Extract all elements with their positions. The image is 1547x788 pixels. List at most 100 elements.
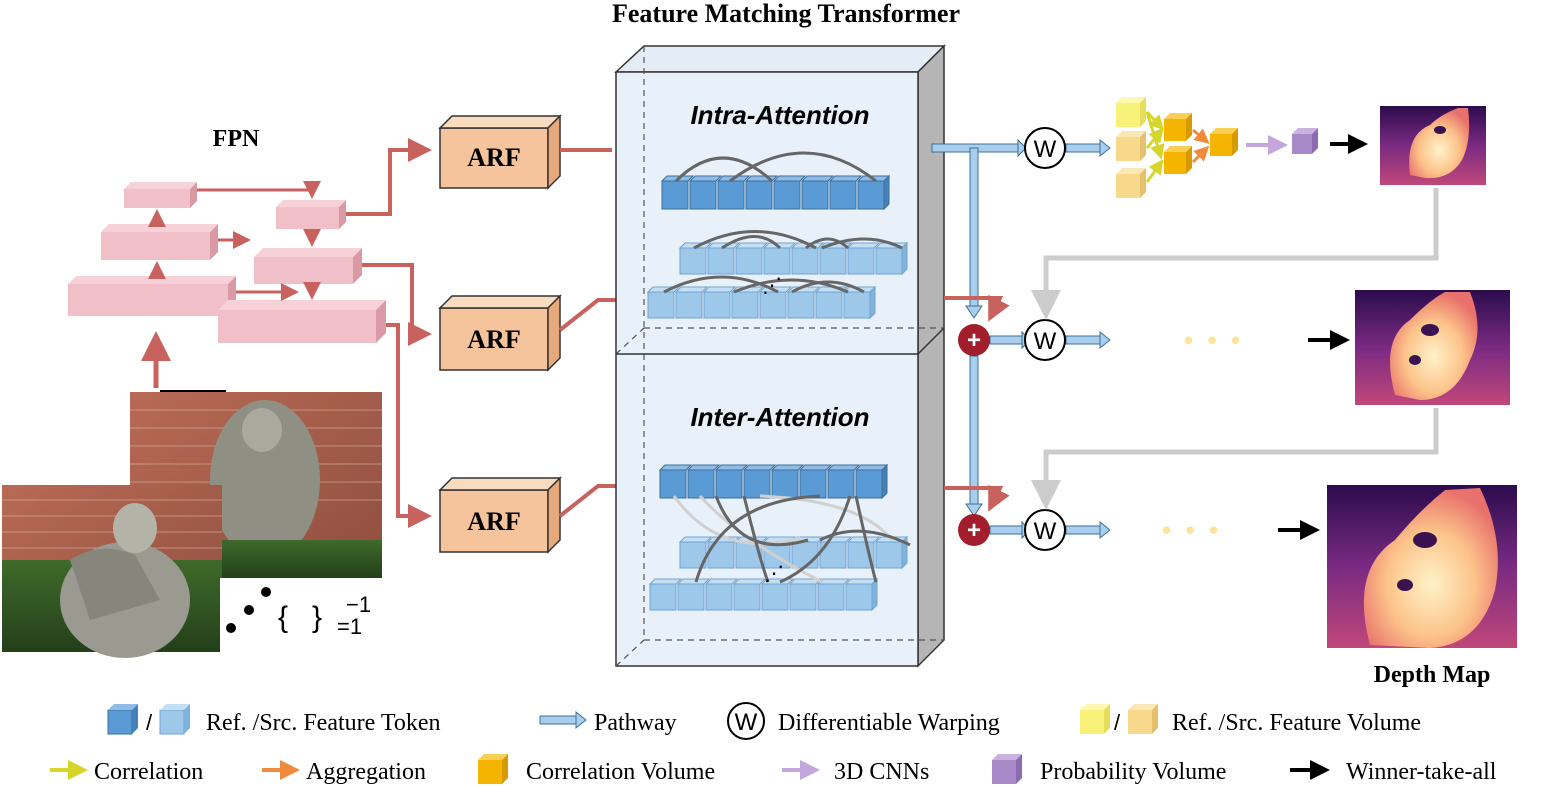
intra-src-token-b xyxy=(702,286,737,319)
legend-ref-src-volume-label: Ref. /Src. Feature Volume xyxy=(1172,710,1421,736)
warp-symbol-2: W xyxy=(1034,328,1057,355)
legend-warping-label: Differentiable Warping xyxy=(778,710,1000,736)
warp-node-2: W xyxy=(1024,319,1066,361)
intra-token-ellipsis: ⋰ xyxy=(762,273,782,297)
arf-block-3: ARF xyxy=(438,476,562,554)
input-set-notation: { } −1 =1 xyxy=(226,587,371,639)
intra-src-token-b xyxy=(646,286,681,319)
inter-ref-token xyxy=(798,464,833,499)
legend: / Ref. /Src. Feature Token Pathway W Dif… xyxy=(50,702,1497,785)
depth-map-1 xyxy=(1380,106,1486,185)
fpn-bottomup-large xyxy=(68,276,236,316)
intra-src-token-a xyxy=(790,242,825,275)
inter-ref-token xyxy=(658,464,693,499)
intra-src-token-a xyxy=(762,242,797,275)
ref-feature-volume xyxy=(1116,97,1146,127)
inter-ref-token xyxy=(686,464,721,499)
set-subscript: =1 xyxy=(337,614,362,639)
legend-probability-volume-label: Probability Volume xyxy=(1040,759,1226,785)
dot-1 xyxy=(226,623,236,633)
brace-open: { xyxy=(278,601,288,634)
depth-map-label: Depth Map xyxy=(1374,662,1491,688)
legend-probability-volume-icon xyxy=(992,754,1022,784)
legend-correlation-volume-label: Correlation Volume xyxy=(526,759,715,785)
set-superscript: −1 xyxy=(346,592,371,617)
legend-slash-1: / xyxy=(146,710,153,735)
inter-ref-token xyxy=(770,464,805,499)
src-feature-volume-1 xyxy=(1116,131,1146,161)
arf-block-1: ARF xyxy=(438,114,562,190)
inter-src-token-a xyxy=(874,535,909,570)
correlation-volume-2 xyxy=(1164,146,1192,174)
legend-warp-symbol: W xyxy=(735,709,758,736)
correlation-volume-1 xyxy=(1164,113,1192,141)
inter-src-token-a xyxy=(678,536,713,569)
legend-src-token-icon xyxy=(159,704,190,735)
intra-ref-token xyxy=(828,175,863,210)
fpn-pyramid xyxy=(68,181,386,388)
legend-aggregation-label: Aggregation xyxy=(306,759,426,785)
fpn-bottomup-medium xyxy=(101,224,218,260)
legend-pathway-icon xyxy=(539,710,587,730)
intra-src-token-a xyxy=(874,241,909,276)
warp-symbol-1: W xyxy=(1034,136,1057,163)
inter-attention-label: Inter-Attention xyxy=(690,402,869,432)
fpn-bottomup-small xyxy=(124,182,197,208)
feature-matching-transformer: Intra-Attention Inter-Attention ⋰ xyxy=(614,44,946,668)
plus-symbol-2: + xyxy=(967,517,981,544)
depth-map-3 xyxy=(1327,485,1517,648)
depth-map-2 xyxy=(1355,290,1510,405)
intra-attention-label: Intra-Attention xyxy=(690,100,869,130)
plus-node-2: + xyxy=(958,514,990,546)
inter-src-token-a xyxy=(846,536,881,569)
intra-src-token-b xyxy=(674,286,709,319)
inter-ref-token xyxy=(714,464,749,499)
legend-src-volume-icon xyxy=(1128,704,1158,734)
plus-symbol-1: + xyxy=(967,327,981,354)
inter-ref-token xyxy=(742,464,777,499)
inter-src-token-a xyxy=(818,536,853,569)
cost-volume-stage-1 xyxy=(1116,97,1368,198)
fpn-to-arf-paths xyxy=(346,138,432,528)
input-images xyxy=(2,390,385,658)
legend-warp-icon: W xyxy=(727,702,765,740)
probability-volume xyxy=(1292,128,1318,154)
legend-3dcnn-label: 3D CNNs xyxy=(834,759,929,785)
dot-3 xyxy=(261,587,271,597)
diagram-title: Feature Matching Transformer xyxy=(612,0,960,28)
inter-src-token-b xyxy=(732,578,767,611)
inter-src-token-b xyxy=(676,578,711,611)
coarse-to-fine-flows xyxy=(1031,188,1439,510)
fpn-label: FPN xyxy=(213,126,260,152)
stage-2-ellipsis: • • • xyxy=(1181,327,1244,357)
legend-slash-2: / xyxy=(1114,710,1121,735)
plus-node-1: + xyxy=(958,324,990,356)
warp-node-1: W xyxy=(1024,127,1066,169)
fpn-topdown-medium xyxy=(254,248,362,284)
arf-to-transformer-paths xyxy=(558,148,616,518)
intra-ref-token xyxy=(772,175,807,210)
legend-ref-token-icon xyxy=(107,704,138,735)
dot-2 xyxy=(244,605,254,615)
inter-src-token-b xyxy=(648,578,683,611)
intra-ref-token xyxy=(856,174,891,211)
aggregated-correlation-volume xyxy=(1210,128,1238,156)
inter-token-ellipsis: ⋰ xyxy=(764,561,784,585)
legend-ref-src-token-label: Ref. /Src. Feature Token xyxy=(206,710,440,736)
brace-close: } xyxy=(312,601,322,634)
intra-src-token-b xyxy=(786,286,821,319)
src-feature-volume-2 xyxy=(1116,168,1146,198)
intra-attention-arcs xyxy=(663,151,903,294)
reference-image-front xyxy=(2,485,222,658)
inter-src-token-b xyxy=(704,578,739,611)
legend-pathway-label: Pathway xyxy=(594,710,677,736)
inter-attention-feedback xyxy=(944,294,1010,512)
intra-src-token-b xyxy=(842,285,877,320)
inter-attention-arcs xyxy=(672,494,911,584)
intra-ref-token xyxy=(744,175,779,210)
fpn-topdown-large xyxy=(218,300,386,343)
arf-label-1: ARF xyxy=(467,143,520,172)
inter-ref-token xyxy=(826,464,861,499)
stage-3-ellipsis: • • • xyxy=(1159,517,1222,547)
